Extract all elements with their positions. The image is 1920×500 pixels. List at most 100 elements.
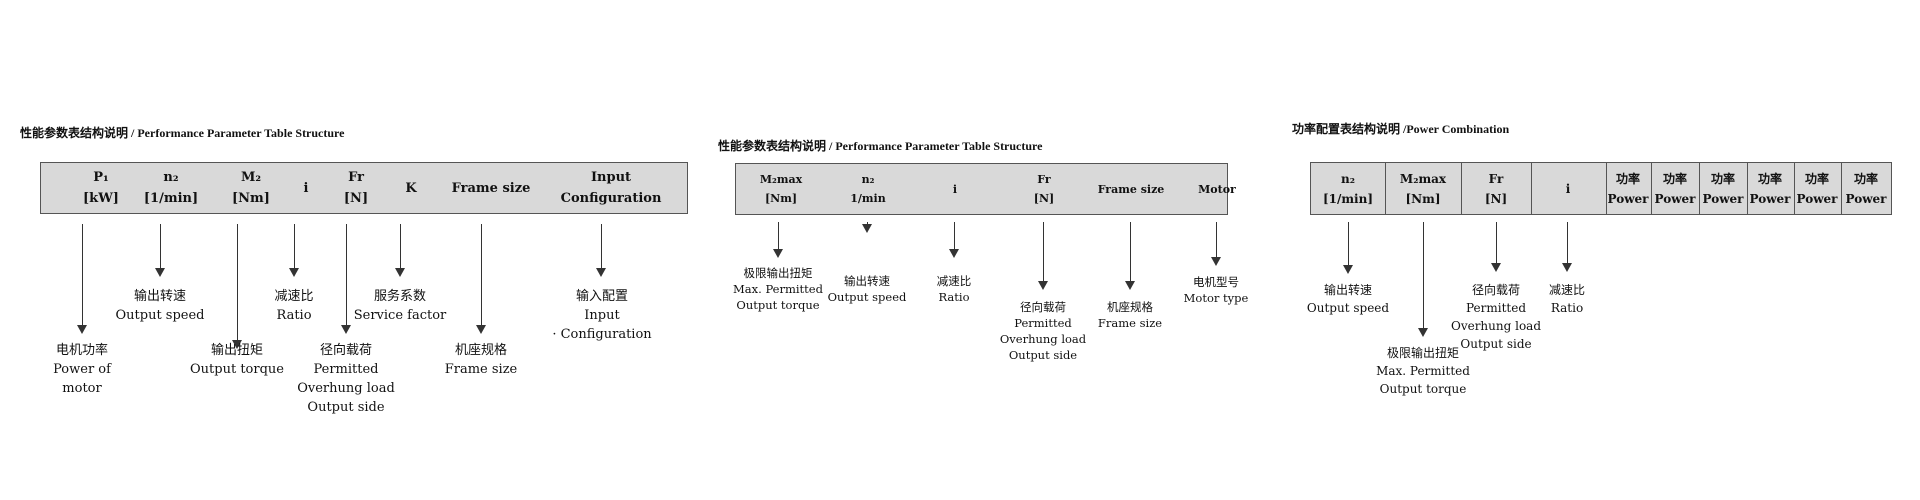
header-cell: i [1531,163,1606,214]
header-cell: P₁[kW] [66,163,136,213]
description-line: · Configuration [552,327,652,342]
description-line: 输出转速 [844,274,890,288]
description-line: 服务系数 [373,289,426,304]
description-line: Permitted [1014,316,1072,330]
description-line: Service factor [353,308,447,323]
description-line: 减速比 [936,274,972,288]
header-line: 功率 [1757,171,1782,186]
description-line: Max. Permitted [733,282,823,296]
description-line: Output speed [827,290,907,304]
description-line: Ratio [1550,301,1584,315]
header-line: [N] [1033,192,1055,205]
down-arrow-icon [395,224,406,277]
header-divider [1385,163,1386,214]
description-line: Motor type [1183,291,1249,305]
description-line: Output speed [1306,301,1390,315]
header-cell: i [281,163,331,213]
description-line: 电机型号 [1193,275,1239,289]
description-line: Input [584,308,620,323]
header-line: 功率 [1710,171,1735,186]
header-cell: i [925,164,985,214]
header-line: 功率 [1662,171,1687,186]
header-line: [kW] [83,191,119,206]
parameter-description: 减速比 Ratio [1549,281,1585,317]
down-arrow-icon [1343,222,1354,274]
down-arrow-icon [1211,222,1222,266]
description-line: 机座规格 [1107,300,1153,314]
header-divider [1841,163,1842,214]
description-line: 减速比 [1548,283,1586,297]
down-arrow-icon [476,224,487,334]
header-line: Power [1607,191,1649,206]
down-arrow-icon [1562,222,1573,272]
description-line: Max. Permitted [1376,364,1470,378]
down-arrow-icon [232,224,243,349]
panel-title: 功率配置表结构说明 /Power Combination [1292,122,1510,136]
description-line: 输出扭矩 [210,343,263,358]
description-line: 输出转速 [133,289,187,304]
header-line: Power [1702,191,1744,206]
description-line: Output torque [1379,382,1467,396]
header-divider [1531,163,1532,214]
header-line: M₂max [1399,171,1447,186]
header-cell: Fr[N] [331,163,381,213]
header-cell: n₂ [1/min] [131,163,211,213]
header-divider [1651,163,1652,214]
header-line: [N] [343,191,369,206]
header-line: 功率 [1615,171,1640,186]
header-cell: Frame size [1086,164,1176,214]
header-line: 1/min [850,192,886,205]
header-line: [Nm] [764,192,798,205]
header-line: K [405,180,417,196]
header-line: Fr [1037,173,1051,186]
header-divider [1461,163,1462,214]
header-line: Configuration [560,191,662,206]
header-line: n₂ [861,173,875,186]
description-line: Frame size [1097,316,1163,330]
down-arrow-icon [1418,222,1429,337]
description-line: 径向载荷 [1019,300,1066,314]
header-line: [N] [1484,191,1508,206]
header-cell: Fr [N] [1014,164,1074,214]
parameter-description: 机座规格 Frame size [1098,299,1162,331]
header-line: n₂ [163,170,179,185]
description-line: Permitted [313,362,379,377]
header-line: [1/min] [1322,191,1374,206]
header-line: [Nm] [1405,191,1441,206]
description-line: 机座规格 [454,343,508,358]
description-line: Power of [53,362,111,377]
header-cell: n₂[1/min] [1311,163,1385,214]
header-cell: n₂ 1/min [828,164,908,214]
header-line: [1/min] [143,191,199,206]
panel-title: 性能参数表结构说明 / Performance Parameter Table … [20,126,345,140]
down-arrow-icon [1038,222,1049,290]
description-line: 减速比 [274,289,314,304]
description-line: Ratio [276,308,312,323]
header-line: i [1565,181,1571,196]
header-cell: M₂max [Nm] [1385,163,1461,214]
header-line: Motor [1198,182,1236,196]
description-line: 极限输出扭矩 [743,266,813,280]
header-line: M₂ [240,170,262,185]
header-line: i [952,182,958,196]
description-line: Ratio [938,290,970,304]
parameter-description: 减速比 Ratio [937,273,972,305]
parameter-description: 服务系数 Service factor [354,287,447,325]
header-cell: Frame size [436,163,546,213]
header-line: 功率 [1804,171,1829,186]
down-arrow-icon [1491,222,1502,272]
description-line: Overhung load [999,332,1087,346]
header-line: Frame size [1097,182,1165,196]
